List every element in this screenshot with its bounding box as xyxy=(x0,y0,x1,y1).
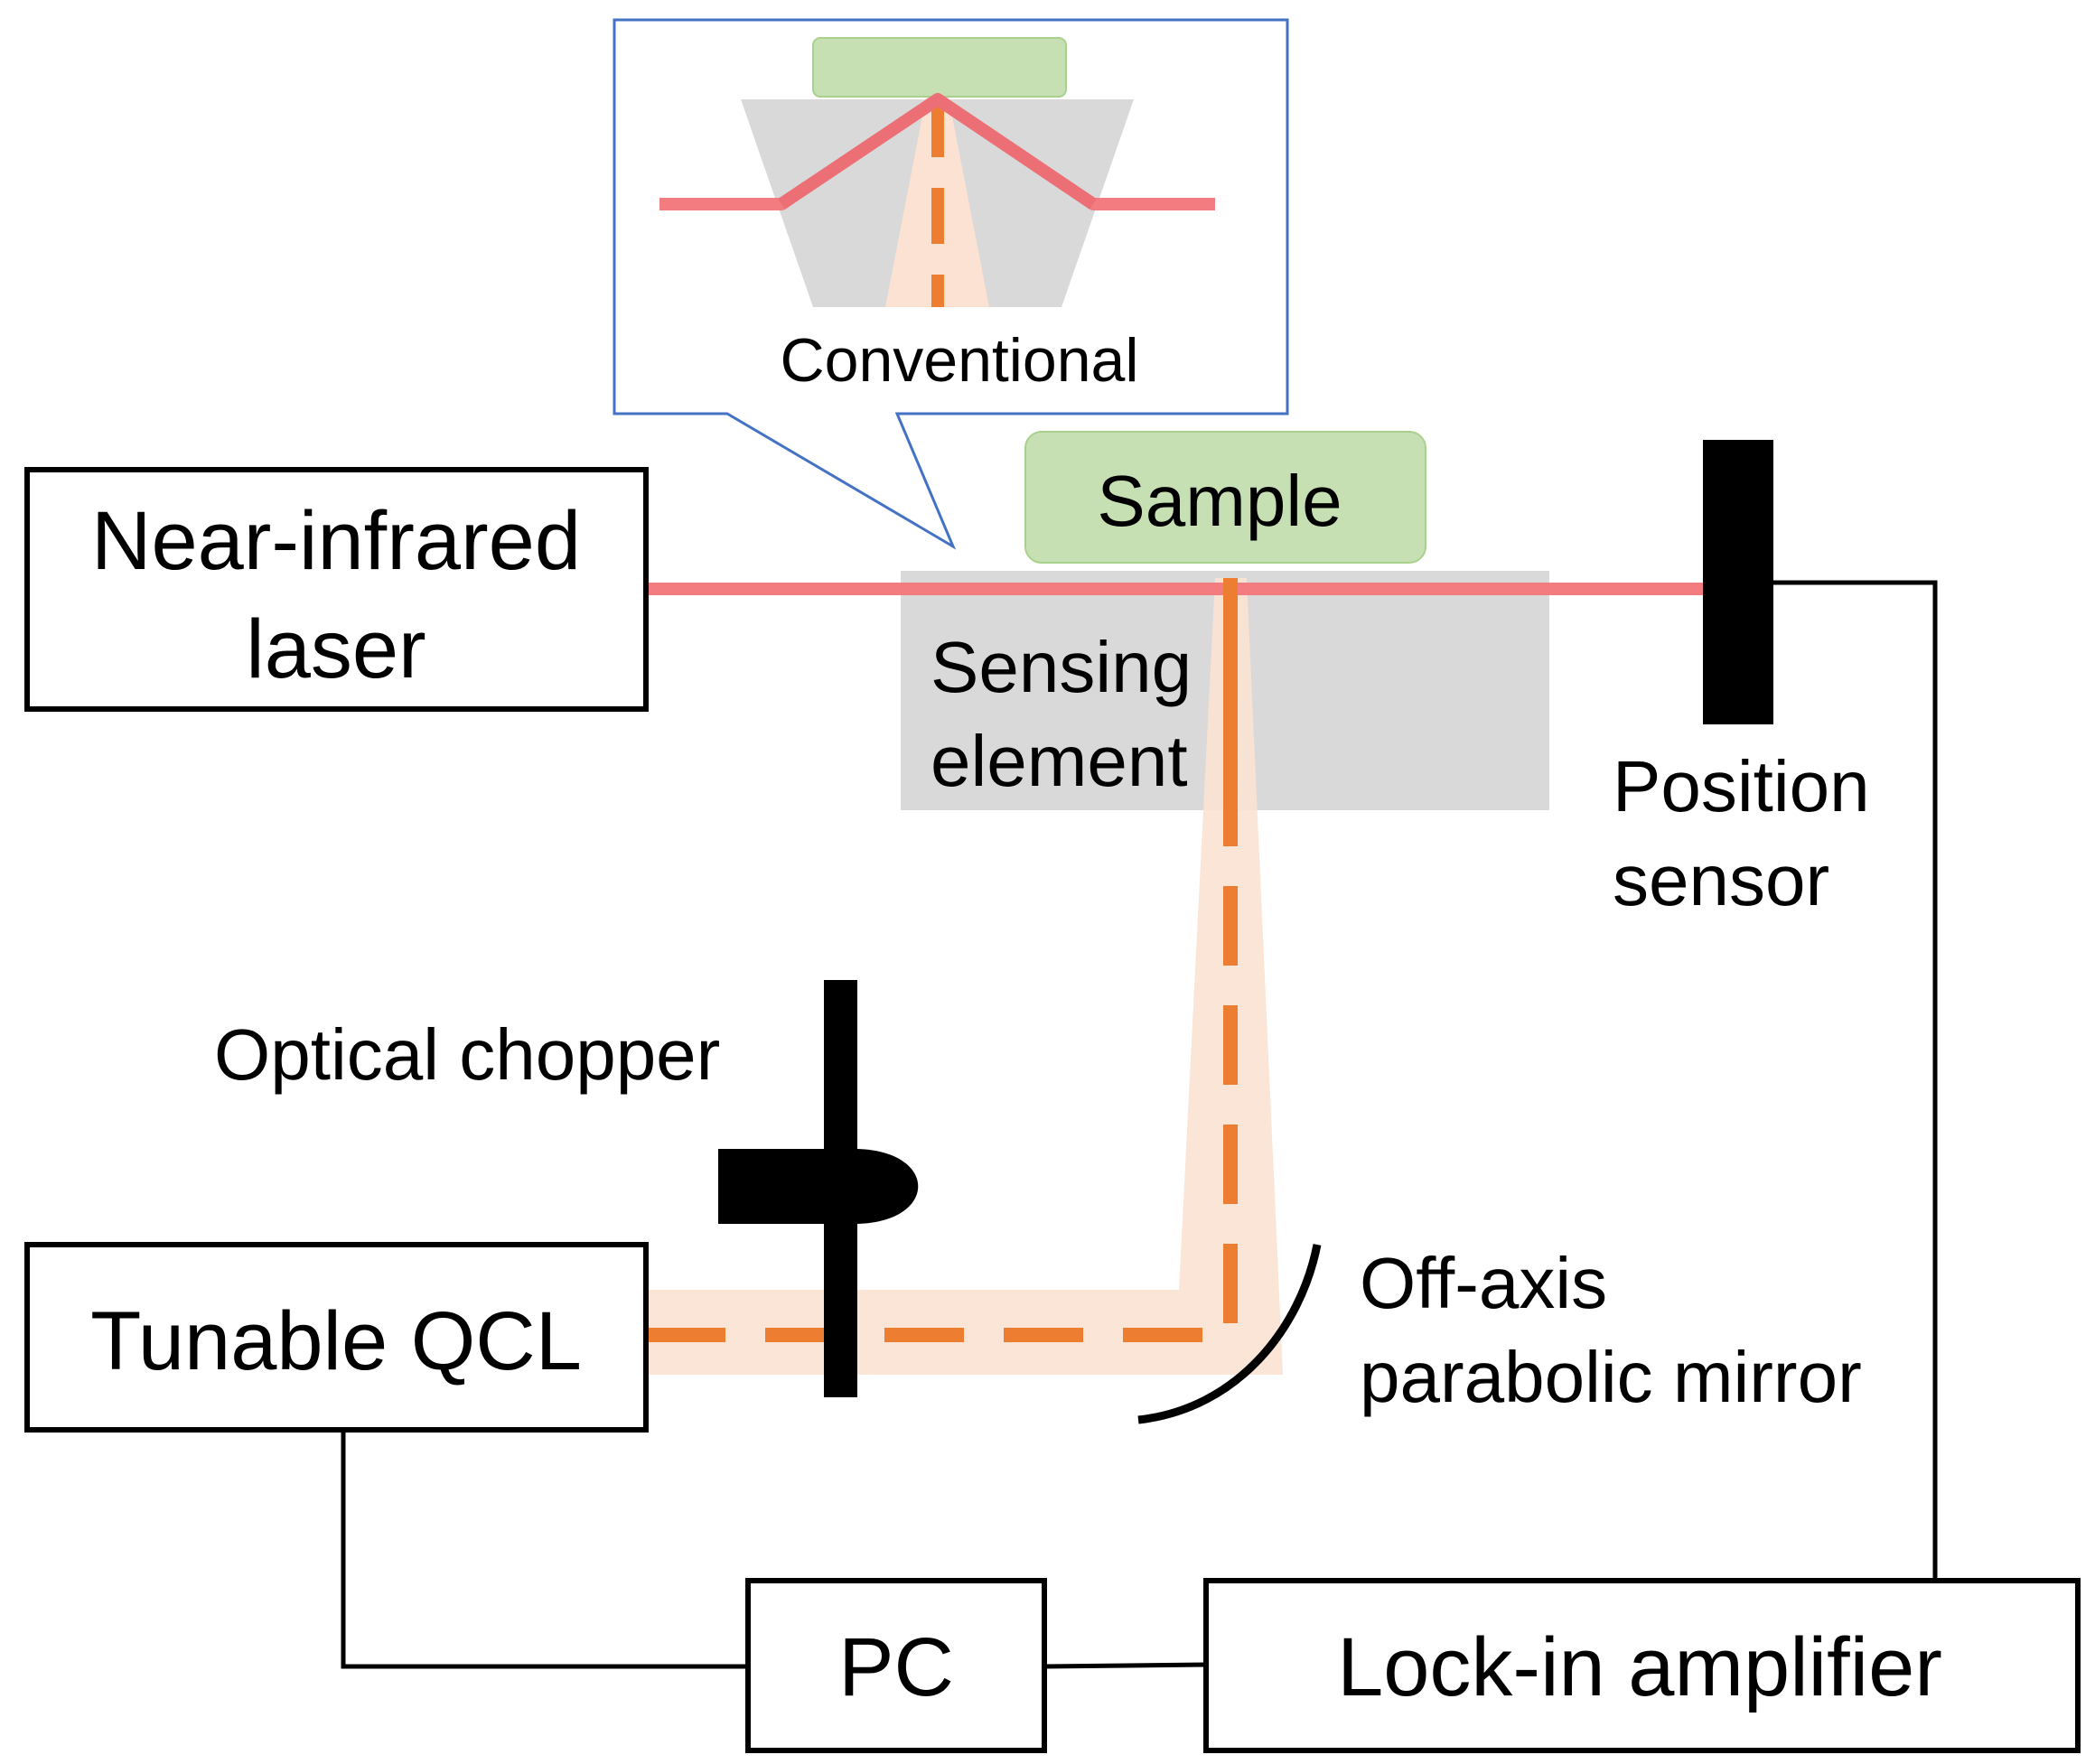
pc-box xyxy=(745,1578,1047,1753)
callout-label: Conventional xyxy=(781,326,1139,395)
conventional-callout: Conventional xyxy=(613,18,1289,550)
callout-nir-beam-overlap xyxy=(778,93,1097,210)
tunable-qcl-box xyxy=(24,1242,649,1433)
nir-laser-label-line1: Near-infrared xyxy=(91,495,581,587)
mirror-label-line2: parabolic mirror xyxy=(1360,1337,1862,1417)
tunable-qcl-label: Tunable QCL xyxy=(90,1295,582,1387)
mirror-label-line1: Off-axis xyxy=(1360,1243,1607,1323)
wire-pc-to-lockin xyxy=(1044,1662,1207,1669)
position-sensor-label-line1: Position xyxy=(1613,746,1870,826)
pc-label: PC xyxy=(838,1621,954,1713)
nir-laser-box xyxy=(24,467,649,712)
nir-laser-label-line2: laser xyxy=(246,603,426,695)
sample-label: Sample xyxy=(1097,461,1342,541)
wire-sensor-to-lockin xyxy=(1773,580,1938,1581)
optical-chopper-label: Optical chopper xyxy=(214,1014,720,1095)
chopper-blade xyxy=(718,1149,919,1224)
off-axis-mirror-icon xyxy=(1137,1244,1322,1424)
qcl-beam-glow xyxy=(646,578,1283,1375)
sensing-element-label-line2: element xyxy=(931,721,1188,801)
sample-block xyxy=(1024,431,1426,564)
optical-chopper-icon xyxy=(718,980,919,1397)
wire-qcl-to-pc xyxy=(341,1430,745,1669)
sensing-element-label-line1: Sensing xyxy=(931,627,1192,707)
position-sensor-label-line2: sensor xyxy=(1613,840,1829,920)
lock-in-box xyxy=(1203,1578,2081,1753)
lock-in-label: Lock-in amplifier xyxy=(1337,1621,1942,1713)
position-sensor-icon xyxy=(1703,440,1773,724)
callout-sample xyxy=(812,37,1067,98)
